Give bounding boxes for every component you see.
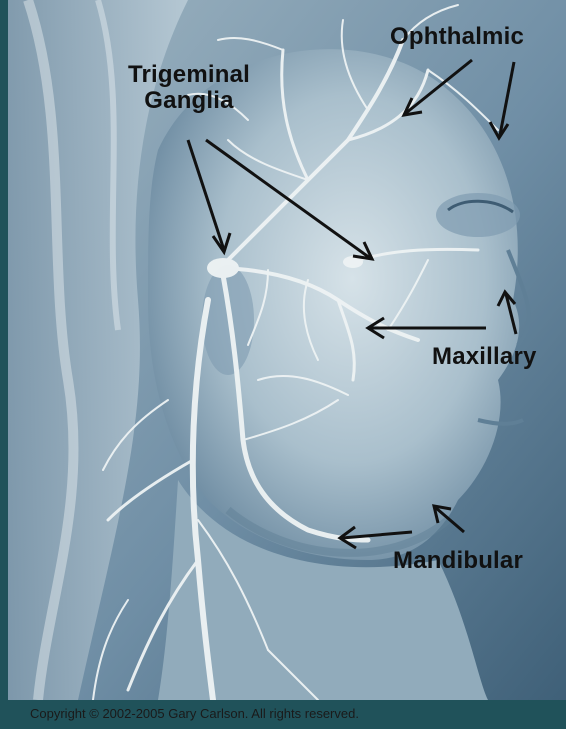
copyright-text: Copyright © 2002-2005 Gary Carlson. All … xyxy=(30,706,359,721)
illustration-canvas: Trigeminal Ganglia Ophthalmic Maxillary … xyxy=(8,0,566,700)
trigeminal-ganglia-label: Trigeminal Ganglia xyxy=(104,62,274,114)
maxillary-label: Maxillary xyxy=(432,344,537,370)
mandibular-label: Mandibular xyxy=(393,548,523,574)
trigeminal-label-line1: Trigeminal xyxy=(104,62,274,88)
trigeminal-label-line2: Ganglia xyxy=(104,88,274,114)
ophthalmic-label: Ophthalmic xyxy=(390,24,524,50)
